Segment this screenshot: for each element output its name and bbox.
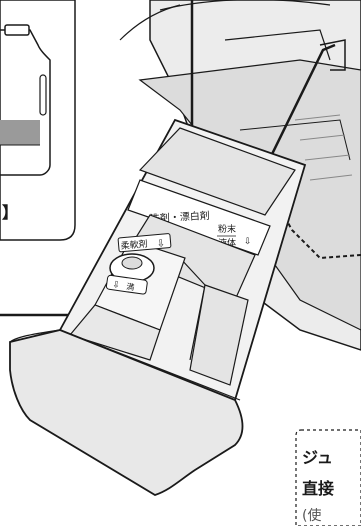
detergent-bottle-panel: 】 [0,0,75,240]
note-line-2: 直接 [302,479,334,498]
note-box: ジュ 直接 (使 [296,430,361,526]
max-symbol: ⇩ [112,280,121,291]
powder-label: 粉末 [218,223,236,235]
note-line-1: ジュ [302,448,333,467]
max-label: 満 [126,282,135,292]
side-mark-label: ⇩ [244,237,252,247]
note-line-3: (使 [302,507,321,524]
softener-arrow-symbol: ⇩ [156,238,165,250]
bracket-label: 】 [2,203,18,222]
